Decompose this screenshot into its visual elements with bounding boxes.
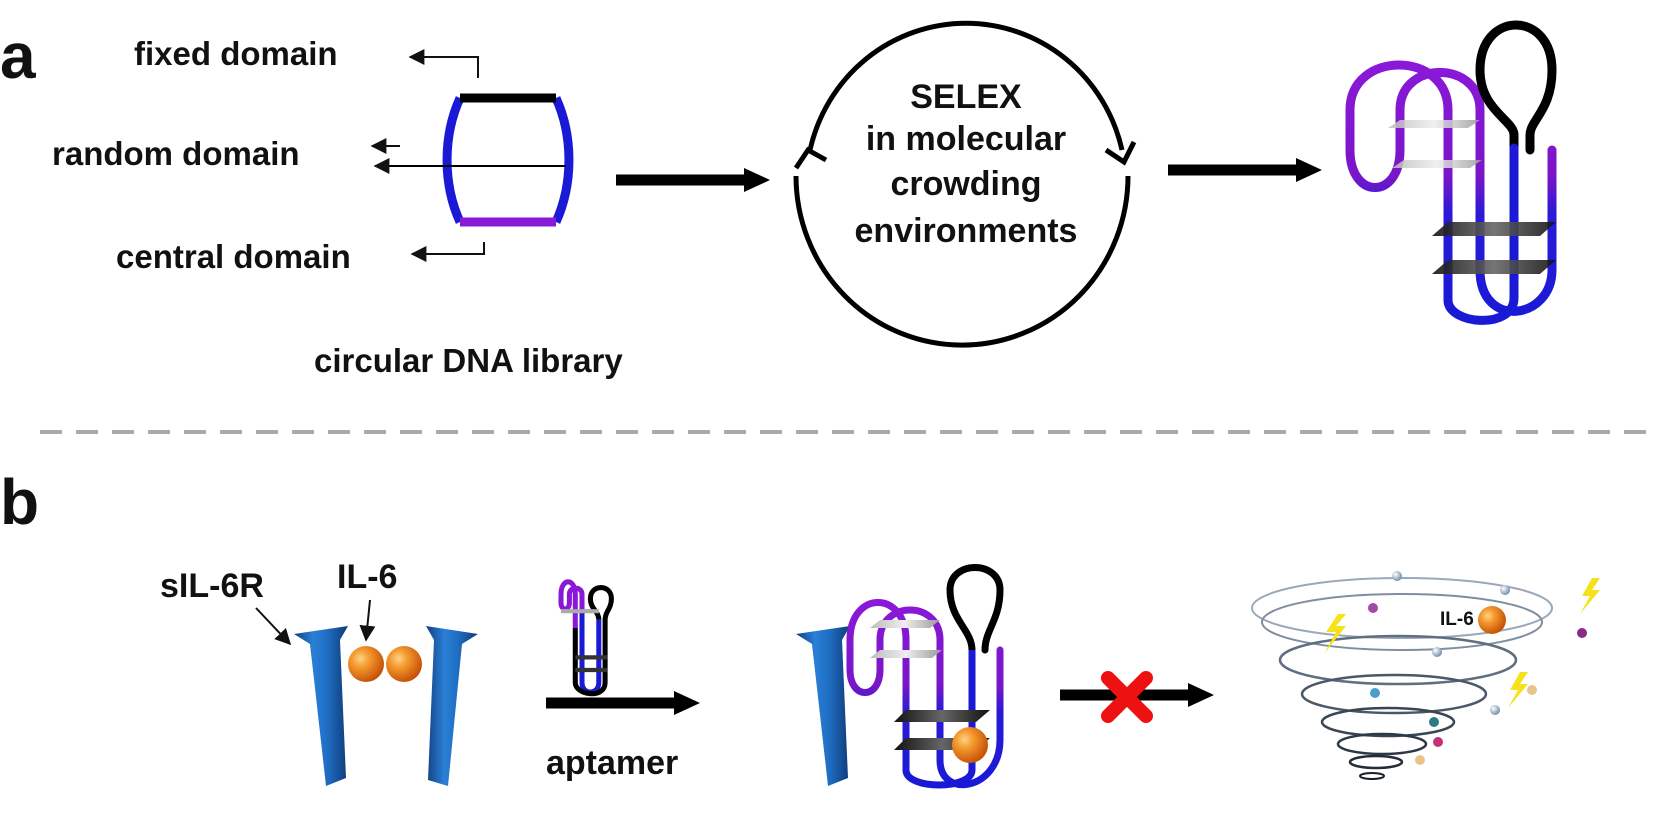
cytokine-bead [1432,647,1442,657]
cytokine-bead [1429,717,1439,727]
circular-dna-library [373,93,574,227]
aptamer-label: aptamer [546,744,678,782]
vortex-ring [1320,706,1456,738]
cytokine-bead [1490,705,1500,715]
quartet-plate-dark [1432,260,1556,274]
receptor-label: sIL-6R [160,567,264,605]
cytokine-bead [1433,737,1443,747]
receptor-pillar [796,626,850,786]
random-domain-label: random domain [52,135,300,172]
cytokine-pointer [359,599,376,642]
cytokine-label: IL-6 [337,558,397,596]
selex-line-4: environments [855,212,1078,250]
vortex-ring [1300,673,1488,715]
quartet-plate-light [1392,160,1482,168]
arrow-icon [1168,158,1322,182]
cycle-arrowhead-right [1104,140,1137,166]
lightning-icon [1324,614,1346,654]
receptor-pointer [255,607,292,646]
receptor-pillar-right [426,626,478,786]
panel-a-letter: a [0,20,36,92]
cycle-main-arc [793,175,1131,348]
vortex-ring [1336,732,1428,756]
selex-line-2: in molecular [866,120,1066,158]
aptamer-loop [1475,20,1557,155]
receptor-complex [294,626,478,786]
il6-sphere [1478,606,1506,634]
cytokine-bead [1392,571,1402,581]
quartet-plate-light [870,650,942,658]
il6-sphere [952,727,988,763]
cytokine-storm-vortex [1251,571,1600,780]
lightning-icon [1580,578,1600,614]
lightning-icon [1508,672,1528,708]
cycle-arrowhead-left [793,146,828,170]
selex-line-1: SELEX [910,78,1022,116]
aptamer-small-icon [558,579,614,697]
bound-aptamer-loop [946,564,1004,654]
quartet-plate-dark [1432,222,1556,236]
aptamer-strand [1345,60,1557,316]
aptamer-tail [1443,143,1519,325]
quartet-plate-light [1388,120,1480,128]
cytokine-bead [1500,585,1510,595]
cytokine-bead [1370,688,1380,698]
fixed-domain-label: fixed domain [134,35,338,72]
panel-b-letter: b [0,466,39,538]
cytokine-bead [1577,628,1587,638]
receptor-aptamer-complex [796,564,1004,789]
arrow-icon [616,168,770,192]
arrow-icon [546,691,700,715]
central-domain-label: central domain [116,238,351,275]
vortex-ring [1261,593,1543,651]
ring-right-arc [551,96,574,224]
bound-aptamer-tail [902,650,976,789]
library-caption: circular DNA library [314,342,623,379]
vortex-ring [1359,772,1385,780]
quartet-plate-light [870,620,940,628]
vortex-ring [1251,577,1553,639]
cross-mark-icon [1101,671,1153,723]
ring-left-arc [442,96,465,224]
vortex-ring [1278,634,1518,686]
fixed-domain-pointer [408,49,479,78]
cytokine-bead [1415,755,1425,765]
cytokine-bead [1527,685,1537,695]
vortex-il6-label: IL-6 [1440,609,1474,630]
receptor-pillar-left [294,626,348,786]
selex-line-3: crowding [890,165,1041,203]
central-domain-pointer [410,242,485,262]
il6-sphere [386,646,422,682]
quartet-plate-dark [894,710,990,722]
il6-sphere [348,646,384,682]
aptamer-structure [1345,20,1557,325]
cycle-top-arc [807,20,1125,151]
vortex-ring [1348,754,1404,770]
selex-cycle [793,20,1137,348]
cytokine-bead [1368,603,1378,613]
